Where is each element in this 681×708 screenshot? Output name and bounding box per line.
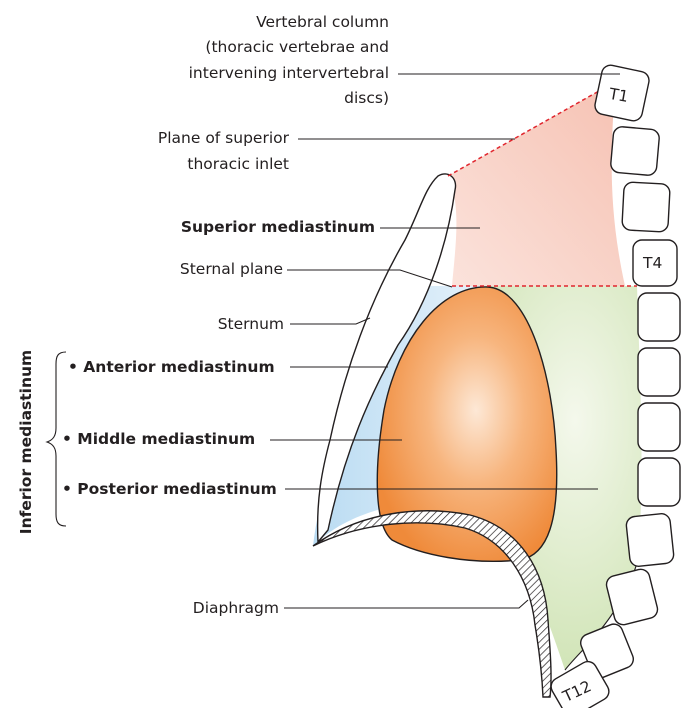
label-superior-plane: Plane of superior thoracic inlet (158, 129, 290, 173)
vertebra (626, 513, 675, 567)
vertebra-t1-label: T1 (607, 85, 630, 106)
label-anterior-mediastinum: • Anterior mediastinum (68, 358, 275, 376)
vertebra (622, 182, 670, 232)
vertebral-column-line-3: intervening intervertebral (189, 64, 389, 82)
vertebral-column-line-4: discs) (344, 89, 389, 107)
label-sternum: Sternum (218, 315, 284, 333)
label-sternal-plane: Sternal plane (180, 260, 283, 278)
label-vertebral-column: Vertebral column (thoracic vertebrae and… (189, 13, 389, 107)
label-superior-mediastinum: Superior mediastinum (181, 218, 375, 236)
vertebra (638, 293, 680, 341)
sternum-leader (290, 318, 370, 324)
superior-plane-line-1: Plane of superior (158, 129, 290, 147)
diaphragm-leader (284, 600, 528, 608)
vertebra-t4-label: T4 (642, 254, 662, 272)
vertebra (605, 567, 660, 626)
vertebra (638, 403, 680, 451)
label-diaphragm: Diaphragm (193, 599, 279, 617)
label-posterior-mediastinum: • Posterior mediastinum (62, 480, 277, 498)
superior-plane-line-2: thoracic inlet (187, 155, 289, 173)
label-inferior-mediastinum: Inferior mediastinum (17, 350, 35, 534)
vertebra (638, 458, 680, 506)
vertebral-column-line-1: Vertebral column (256, 13, 389, 31)
vertebra (638, 348, 680, 396)
vertebra (610, 126, 660, 176)
label-middle-mediastinum: • Middle mediastinum (62, 430, 255, 448)
vertebral-column-line-2: (thoracic vertebrae and (205, 38, 389, 56)
